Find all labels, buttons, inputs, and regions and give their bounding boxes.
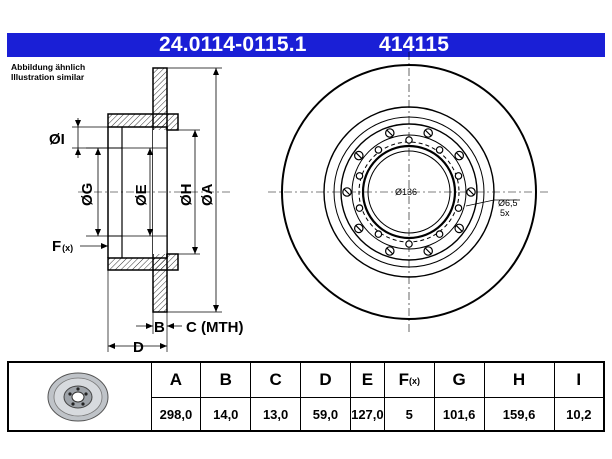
center-bore-label: Ø136 [395,187,417,197]
technical-drawing: ØI ØG ØE ØH ØA F(x) B C (MTH) D Ø136 Ø6,… [49,52,550,356]
front-view [268,52,550,335]
label-dim-i: ØI [49,131,65,148]
table-header-row: A B C D E F(x) G H I [7,361,605,432]
bolt-hole [355,204,364,212]
bolt-hole-mark [386,129,394,137]
bolt-hole-mark [355,152,363,160]
header-g: G [433,361,485,399]
label-dim-f: F(x) [52,238,73,255]
disc-thumbnail-cell [7,361,152,432]
bolt-hole-mark [467,188,475,196]
title-banner: 24.0114-0115.1 414115 [7,33,605,57]
bolt-hole-mark [424,129,432,137]
reference-number: 414115 [379,33,450,56]
value-d: 59,0 [300,397,351,432]
header-f: F(x) [383,361,435,399]
bolt-hole [454,204,463,212]
label-dim-g: ØG [79,183,96,206]
value-e: 127,0 [349,397,385,432]
note-english: Illustration similar [11,72,85,82]
bolt-hole-mark [355,224,363,232]
header-f-suffix: (x) [408,376,420,386]
disc-thumbnail-icon [47,372,109,422]
value-c: 13,0 [250,397,302,432]
label-dim-e: ØE [133,184,150,206]
label-dim-h: ØH [178,184,195,207]
bolt-hole [374,230,383,238]
bolt-hole-mark [343,188,351,196]
illustration-note: Abbildung ähnlich Illustration similar [11,62,85,82]
label-dim-f-suffix: (x) [62,243,73,253]
bolt-leader [465,199,520,207]
bolt-hole-label: Ø6,5 [498,198,518,208]
center-bore [361,144,457,240]
header-i: I [553,361,605,399]
bolt-hole-mark [424,247,432,255]
header-c: C [250,361,302,399]
header-e: E [349,361,385,399]
header-a: A [150,361,202,399]
value-g: 101,6 [433,397,485,432]
header-h: H [483,361,555,399]
header-d: D [300,361,351,399]
side-section-view [72,67,230,352]
label-dim-c: C (MTH) [186,319,243,336]
bolt-hole [435,146,444,154]
label-dim-d: D [133,339,144,356]
bolt-hole [454,172,463,180]
bolt-hole-mark [386,247,394,255]
value-i: 10,2 [553,397,605,432]
bolt-hole [405,240,413,248]
bolt-hole [405,136,413,144]
value-h: 159,6 [483,397,555,432]
note-german: Abbildung ähnlich [11,62,86,72]
bolt-hole [435,230,444,238]
hub-outer-ring [340,123,478,261]
value-a: 298,0 [150,397,202,432]
bolt-holes [342,128,476,256]
disc-outer-edge [281,64,537,320]
dimension-table: A B C D E F(x) G H I 298,0 14,0 13,0 59,… [7,361,605,432]
bolt-hole-mark [455,224,463,232]
label-dim-b: B [154,319,165,336]
bolt-hole-mark [455,152,463,160]
part-number: 24.0114-0115.1 [159,33,307,56]
bolt-hole [355,172,364,180]
value-b: 14,0 [200,397,252,432]
label-dim-f-letter: F [52,238,61,255]
table-value-row: 298,0 14,0 13,0 59,0 127,0 5 101,6 159,6… [8,397,605,432]
bolt-hole [374,146,383,154]
value-f: 5 [383,397,435,432]
header-b: B [200,361,252,399]
bolt-count-label: 5x [500,208,510,218]
label-dim-a: ØA [199,183,216,206]
header-f-letter: F [398,370,409,389]
